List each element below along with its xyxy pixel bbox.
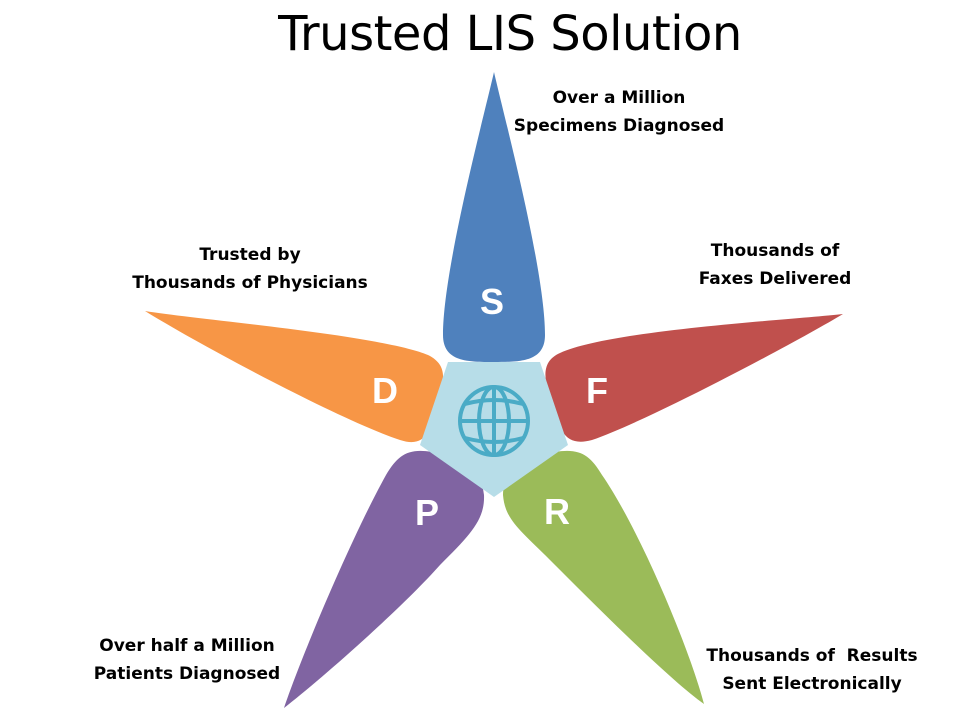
petal-letter-r: R: [544, 491, 570, 532]
caption-patients: Over half a Million Patients Diagnosed: [80, 632, 294, 688]
page-title: Trusted LIS Solution: [278, 6, 742, 62]
petal-specimens: [443, 72, 545, 362]
petal-letter-p: P: [415, 492, 439, 533]
caption-faxes: Thousands of Faxes Delivered: [680, 237, 870, 293]
globe-icon: [458, 385, 530, 457]
caption-line: Thousands of Results: [706, 646, 918, 666]
petal-patients: [284, 450, 485, 708]
petal-letter-f: F: [586, 370, 608, 411]
caption-line: Patients Diagnosed: [93, 664, 281, 684]
caption-specimens: Over a Million Specimens Diagnosed: [500, 84, 738, 140]
caption-results: Thousands of Results Sent Electronically: [692, 642, 932, 698]
petal-letter-s: S: [480, 281, 504, 322]
caption-line: Sent Electronically: [722, 674, 902, 694]
petal-letter-d: D: [372, 370, 398, 411]
caption-line: Trusted by: [199, 245, 301, 265]
petal-faxes: [545, 314, 843, 442]
caption-line: Specimens Diagnosed: [513, 116, 725, 136]
petal-physicians: [145, 311, 444, 443]
caption-line: Over a Million: [552, 88, 686, 108]
caption-line: Thousands of: [710, 241, 840, 261]
caption-line: Thousands of Physicians: [132, 273, 368, 293]
petal-results: [503, 450, 704, 704]
caption-line: Over half a Million: [99, 636, 275, 656]
caption-physicians: Trusted by Thousands of Physicians: [120, 241, 380, 297]
caption-line: Faxes Delivered: [698, 269, 852, 289]
